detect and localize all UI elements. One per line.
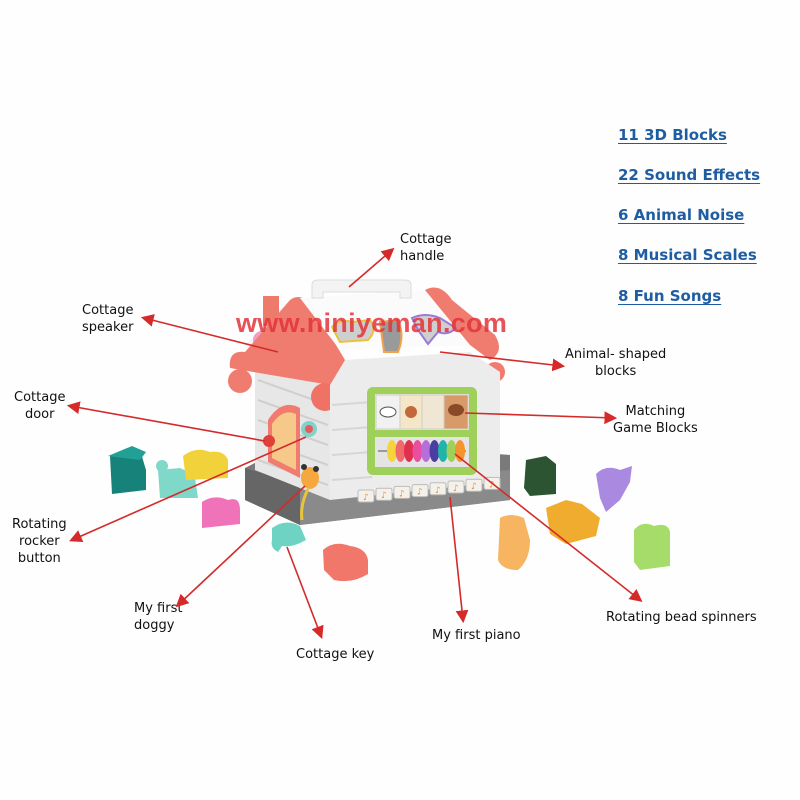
rocker-button (263, 435, 275, 447)
block-heart (634, 523, 670, 570)
label-cottage-key: Cottage key (296, 647, 375, 662)
bead (429, 440, 440, 462)
piano-key (357, 489, 375, 503)
music-note-icon: ♪ (381, 491, 387, 501)
label-matching-game-blocks: Matching Game Blocks (613, 404, 698, 436)
feature-link-sound-effects[interactable]: 22 Sound Effects (618, 166, 761, 184)
bead (446, 440, 457, 462)
label-rotating-bead-spinners: Rotating bead spinners (606, 610, 757, 625)
bead (404, 440, 414, 462)
matching-blocks (375, 394, 469, 430)
block-dog (596, 466, 632, 512)
music-note-icon: ♪ (471, 482, 477, 492)
matching-game-frame (367, 387, 477, 475)
feature-link-musical-scales[interactable]: 8 Musical Scales (618, 246, 757, 264)
piano-key (411, 484, 429, 498)
label-my-first-doggy: My first doggy (134, 601, 183, 633)
animal-shape-holes (330, 314, 458, 353)
music-note-icon: ♪ (453, 484, 459, 494)
watermark: www.niniyeman.com (236, 308, 508, 338)
block-flower (323, 543, 368, 582)
music-note-icon: ♪ (435, 486, 441, 496)
block-hexagon (524, 456, 556, 496)
bead (455, 440, 465, 462)
music-note-icon: ♪ (489, 480, 495, 490)
label-cottage-door: Cottage door (14, 390, 66, 422)
label-rotating-rocker-button: Rotating rocker button (12, 517, 67, 566)
label-cottage-handle: Cottage handle (400, 232, 452, 264)
block-pink (202, 497, 240, 528)
feature-link-fun-songs[interactable]: 8 Fun Songs (618, 287, 722, 305)
label-animal-shaped-blocks: Animal- shaped blocks (565, 347, 667, 379)
piano-key (429, 482, 447, 496)
block-key (271, 522, 306, 552)
music-note-icon: ♪ (363, 493, 369, 503)
music-note-icon: ♪ (399, 489, 405, 499)
bead (387, 440, 397, 462)
bead (412, 440, 423, 462)
bead-spinners (387, 440, 465, 462)
music-note-icon: ♪ (417, 488, 423, 498)
piano-key (375, 487, 393, 501)
label-cottage-speaker: Cottage speaker (82, 303, 134, 335)
label-my-first-piano: My first piano (432, 628, 521, 643)
bead (395, 440, 406, 462)
bead (421, 440, 431, 462)
feature-link-3d-blocks[interactable]: 11 3D Blocks (618, 126, 727, 144)
block-star (546, 500, 600, 544)
feature-link-animal-noise[interactable]: 6 Animal Noise (618, 206, 745, 224)
bead (438, 440, 448, 462)
block-bear (498, 515, 530, 570)
piano-key (393, 485, 411, 499)
block-yellow (183, 449, 228, 480)
